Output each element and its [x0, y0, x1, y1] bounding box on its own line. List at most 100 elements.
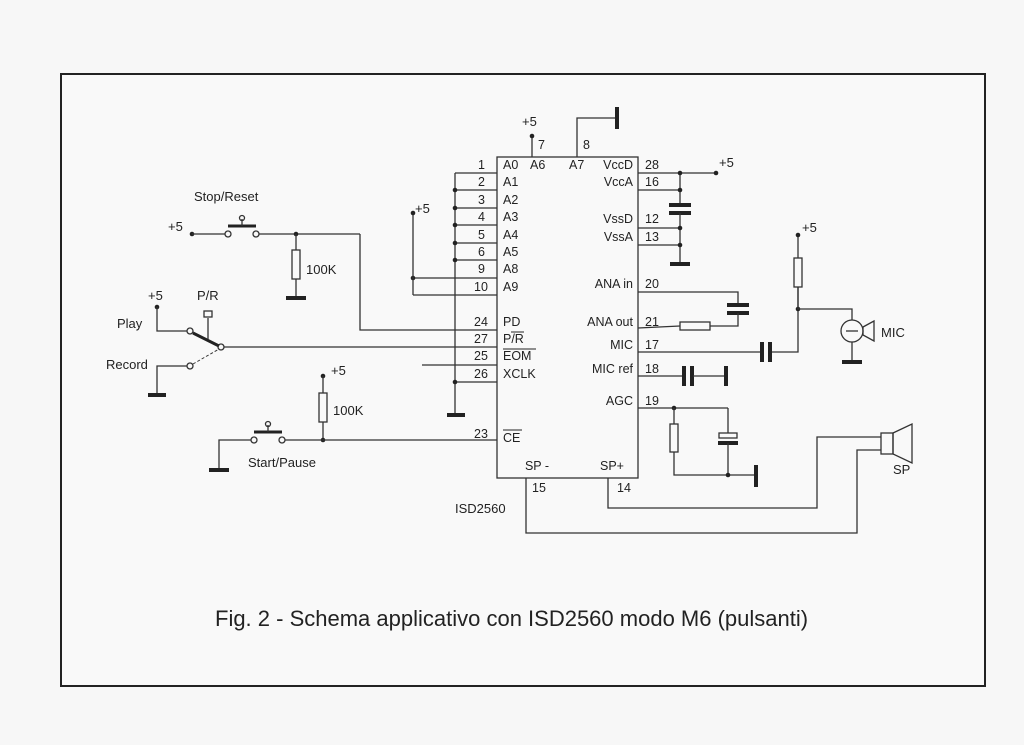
pin8-wire — [576, 117, 617, 157]
pin17-number: 17 — [645, 338, 659, 352]
sp-plus-wire — [607, 436, 881, 509]
r2-resistor — [318, 392, 328, 423]
pin12-number: 12 — [645, 212, 659, 226]
pin26-name: XCLK — [503, 367, 536, 381]
pin27-name: P/R — [503, 332, 524, 346]
r1-resistor — [291, 249, 301, 280]
pin19-number: 19 — [645, 394, 659, 408]
pd-wire — [359, 234, 497, 331]
pin14-name: SP+ — [600, 459, 624, 473]
pin7-supply-label: +5 — [522, 114, 537, 129]
ana-out-wire — [637, 325, 681, 329]
pin7-junction — [529, 133, 535, 139]
pr-switch-toggle[interactable] — [186, 310, 225, 370]
pin18-name: MIC ref — [592, 362, 634, 376]
ana-out-resistor — [679, 321, 711, 331]
ic-name-label: ISD2560 — [455, 501, 506, 516]
pin15-number: 15 — [532, 481, 546, 495]
pin5-number: 5 — [478, 228, 485, 242]
pin21-name: ANA out — [587, 315, 633, 329]
start-pause-wire — [218, 439, 251, 470]
pin19-name: AGC — [606, 394, 633, 408]
pin24-name: PD — [503, 315, 520, 329]
pin25-name: EOM — [503, 349, 531, 363]
mic-supply-dot — [795, 232, 801, 238]
vcc-supply-label: +5 — [719, 155, 734, 170]
mic-bias-wire — [772, 287, 799, 353]
agc-resistor-wire-bottom — [673, 452, 756, 476]
sp-minus-wire — [525, 449, 881, 534]
pin25-number: 25 — [474, 349, 488, 363]
pin16-number: 16 — [645, 175, 659, 189]
vcc-supply-dot — [713, 170, 719, 176]
power-junctions — [677, 170, 683, 248]
microphone-icon — [840, 319, 875, 364]
pin12-name: VssD — [603, 212, 633, 226]
pin28-number: 28 — [645, 158, 659, 172]
pin21-number: 21 — [645, 315, 659, 329]
pin3-name: A2 — [503, 193, 518, 207]
pin1-name: A0 — [503, 158, 518, 172]
play-label: Play — [117, 316, 143, 331]
pin23-name: CE — [503, 431, 520, 445]
agc-cap-plate-top — [718, 432, 738, 439]
pin1-number: 1 — [478, 158, 485, 172]
agc-resistor — [669, 423, 679, 453]
pin23-number: 23 — [474, 427, 488, 441]
diagram-frame — [60, 73, 986, 687]
mic-bias-resistor — [793, 257, 803, 288]
stop-reset-button[interactable] — [224, 214, 260, 238]
pin7-name: A6 — [530, 158, 545, 172]
pr-switch-label: P/R — [197, 288, 219, 303]
pin17-name: MIC — [610, 338, 633, 352]
pin8-name: A7 — [569, 158, 584, 172]
pin27-number: 27 — [474, 332, 488, 346]
mic-feed-wire — [797, 287, 853, 320]
pin4-name: A3 — [503, 210, 518, 224]
mic-label: MIC — [881, 325, 905, 340]
pin20-name: ANA in — [595, 277, 633, 291]
pin16-name: VccA — [604, 175, 634, 189]
pin7-number: 7 — [538, 138, 545, 152]
mic-supply-label: +5 — [802, 220, 817, 235]
record-label: Record — [106, 357, 148, 372]
pin20-number: 20 — [645, 277, 659, 291]
pin9-name: A8 — [503, 262, 518, 276]
figure-caption: Fig. 2 - Schema applicativo con ISD2560 … — [215, 606, 808, 631]
pin4-number: 4 — [478, 210, 485, 224]
ic-body — [496, 156, 639, 479]
r1-value-label: 100K — [306, 262, 337, 277]
pin15-name: SP - — [525, 459, 549, 473]
r2-value-label: 100K — [333, 403, 364, 418]
pin13-name: VssA — [604, 230, 634, 244]
pin28-name: VccD — [603, 158, 633, 172]
pin2-name: A1 — [503, 175, 518, 189]
pr-supply-label: +5 — [148, 288, 163, 303]
pin6-name: A5 — [503, 245, 518, 259]
agc-ground-junction — [725, 472, 731, 478]
speaker-icon — [880, 422, 913, 465]
pin6-number: 6 — [478, 245, 485, 259]
pin5-name: A4 — [503, 228, 518, 242]
record-wire — [156, 365, 187, 395]
pin14-number: 14 — [617, 481, 631, 495]
pin13-number: 13 — [645, 230, 659, 244]
stop-reset-supply-label: +5 — [168, 219, 183, 234]
pin10-number: 10 — [474, 280, 488, 294]
address-bus-junctions — [410, 187, 458, 385]
start-pause-label: Start/Pause — [248, 455, 316, 470]
ana-cap-wire — [710, 313, 739, 327]
pin2-number: 2 — [478, 175, 485, 189]
pin9-number: 9 — [478, 262, 485, 276]
play-wire — [156, 307, 187, 332]
pin18-number: 18 — [645, 362, 659, 376]
pin26-number: 26 — [474, 367, 488, 381]
pin24-number: 24 — [474, 315, 488, 329]
pin8-number: 8 — [583, 138, 590, 152]
r2-supply-label: +5 — [331, 363, 346, 378]
pin3-number: 3 — [478, 193, 485, 207]
ana-in-wire — [638, 291, 739, 305]
a8-a9-supply-dot — [410, 210, 416, 216]
start-pause-button[interactable] — [250, 420, 286, 444]
